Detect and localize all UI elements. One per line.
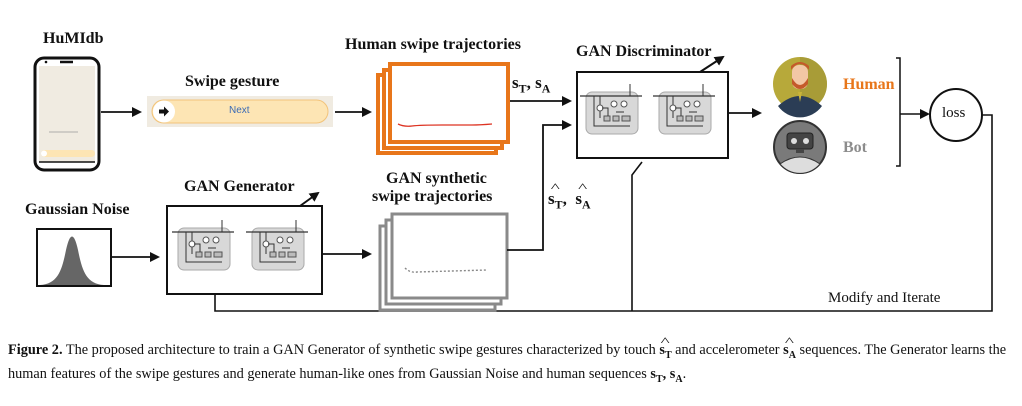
gan-generator-box: [166, 191, 323, 295]
gan-discriminator-box: [576, 55, 729, 159]
gaussian-noise-plot: [36, 228, 112, 287]
human-trajectories-stack: [376, 62, 510, 155]
synthetic-trajectories-label-1: GAN synthetic: [386, 170, 487, 187]
swipe-button-text: Next: [229, 105, 250, 116]
loss-label: loss: [942, 105, 966, 121]
swipe-gesture-bar: [147, 96, 333, 127]
real-sequences-label: sT, sA: [512, 73, 551, 96]
figure-number: Figure 2.: [8, 342, 63, 358]
bot-avatar-icon: [773, 120, 827, 174]
gan-discriminator-label: GAN Discriminator: [576, 43, 712, 60]
bot-class-label: Bot: [843, 139, 867, 156]
swipe-gesture-label: Swipe gesture: [185, 73, 280, 90]
synthetic-sequences-label: sT, sA: [548, 189, 591, 212]
human-avatar-icon: [773, 57, 827, 118]
gaussian-noise-label: Gaussian Noise: [25, 201, 130, 218]
synthetic-trajectories-stack: [378, 212, 509, 312]
human-trajectories-label: Human swipe trajectories: [345, 36, 521, 53]
figure-caption: Figure 2. The proposed architecture to t…: [8, 341, 1008, 390]
modify-iterate-label: Modify and Iterate: [828, 290, 941, 306]
arrow-right-icon: [159, 106, 169, 117]
humidb-label: HuMIdb: [43, 30, 104, 47]
synthetic-trajectories-label-2: swipe trajectories: [372, 188, 493, 205]
phone-icon: [33, 56, 101, 172]
human-class-label: Human: [843, 76, 895, 93]
gan-generator-label: GAN Generator: [184, 178, 295, 195]
